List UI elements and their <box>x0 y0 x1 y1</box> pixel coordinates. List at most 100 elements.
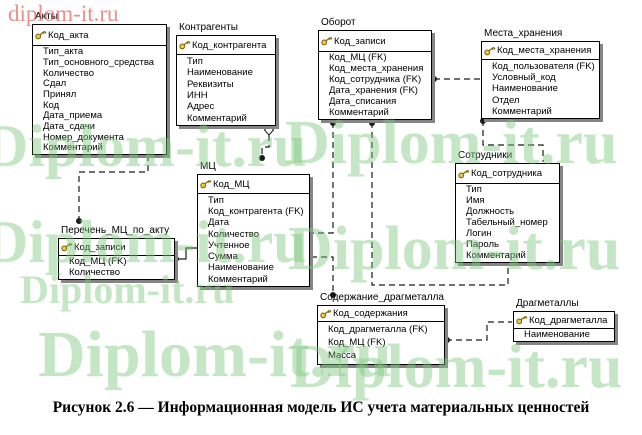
relationship-line-Драгметаллы-Содержание_драгметалла[interactable] <box>446 321 512 341</box>
key-icon <box>200 179 213 189</box>
relationship-line-Контрагенты-МЦ[interactable] <box>261 135 270 157</box>
key-field-name: Код_сотрудника <box>471 168 543 179</box>
entity-title: Драгметаллы <box>516 298 579 309</box>
key-icon <box>61 242 74 252</box>
field-name: Наименование <box>492 83 558 95</box>
entity-title: Контрагенты <box>179 22 238 33</box>
field-name: Тип <box>208 194 224 206</box>
field-name: Наименование <box>208 262 274 274</box>
optional-diamond <box>263 124 275 136</box>
field-name: Код_места_хранения <box>329 63 424 75</box>
primary-key-row: Код_контрагента <box>177 36 275 55</box>
field-name: Код_МЦ (FK) <box>329 52 387 64</box>
primary-key-row: Код_записи <box>59 239 174 256</box>
primary-key-row: Код_места_хранения <box>482 42 599 60</box>
field-name: Дата_хранения (FK) <box>329 85 418 97</box>
field-name: Тип_основного_средства <box>43 56 155 68</box>
key-icon <box>458 169 471 179</box>
key-field-name: Код_записи <box>334 35 386 47</box>
key-field-name: Код_содержания <box>333 308 408 319</box>
field-name: Количество <box>208 228 260 240</box>
field-name: Условный_код <box>492 72 556 83</box>
field-name: ИНН <box>187 89 208 101</box>
cardinality-dot <box>369 120 375 126</box>
relationship-line-Акты-Перечень_МЦ_по_акту[interactable] <box>78 155 149 221</box>
field-name: Комментарий <box>187 112 247 124</box>
relationship-line-Оборот-МЦ[interactable] <box>311 122 334 234</box>
field-name: Логин <box>466 228 492 240</box>
field-name: Дата_приема <box>43 110 103 122</box>
cardinality-dot <box>259 155 265 161</box>
primary-key-row: Код_сотрудника <box>456 164 559 184</box>
field-name: Количество <box>69 267 121 279</box>
field-name: Сдал <box>43 78 67 90</box>
key-field-name: Код_акта <box>48 29 89 41</box>
field-name: Тип <box>187 55 203 67</box>
field-name: Код_МЦ (FK) <box>69 256 127 268</box>
field-name: Учтенное <box>208 239 250 251</box>
field-name: Код_драгметалла (FK) <box>328 324 428 336</box>
field-name: Комментарий <box>329 107 389 119</box>
key-field-name: Код_места_хранения <box>497 45 592 56</box>
cardinality-dot <box>330 120 336 126</box>
field-name: Дата_сдачи <box>43 120 95 132</box>
key-field-name: Код_драгметалла <box>529 314 608 326</box>
field-name: Сумма <box>208 251 238 263</box>
field-name: Комментарий <box>43 142 103 154</box>
field-name: Табельный_номер <box>466 217 548 229</box>
field-name: Наименование <box>524 329 590 341</box>
cardinality-dot <box>431 76 437 82</box>
key-field-name: Код_МЦ <box>213 178 250 190</box>
figure-caption: Рисунок 2.6 — Информационная модель ИС у… <box>52 399 590 416</box>
primary-key-row: Код_МЦ <box>198 175 309 194</box>
key-icon <box>516 315 529 325</box>
field-name: Имя <box>466 195 485 207</box>
field-name: Код_сотрудника (FK) <box>329 74 422 86</box>
field-name: Дата_списания <box>329 96 397 108</box>
field-name: Комментарий <box>208 273 268 285</box>
field-name: Количество <box>43 67 95 79</box>
field-name: Масса <box>328 350 357 362</box>
field-name: Код_пользователя (FK) <box>492 60 595 72</box>
cardinality-dot <box>330 292 336 298</box>
field-name: Тип <box>466 184 482 196</box>
primary-key-row: Код_драгметалла <box>514 312 614 329</box>
cardinality-dot <box>76 218 82 224</box>
entity-title: Места_хранения <box>484 28 563 39</box>
field-name: Комментарий <box>466 250 526 262</box>
key-icon <box>321 36 334 46</box>
entity-title: Сотрудники <box>458 150 513 161</box>
entity-title: Содержание_драгметалла <box>320 292 444 303</box>
key-icon <box>179 40 192 50</box>
relationship-line-МЦ-Перечень_МЦ_по_акту[interactable] <box>176 247 197 260</box>
field-name: Должность <box>466 206 515 218</box>
field-name: Наименование <box>187 67 253 79</box>
field-name: Принял <box>43 88 77 100</box>
relationship-line-Оборот-Сотрудники[interactable] <box>371 122 509 286</box>
cardinality-dot <box>480 118 486 124</box>
key-icon <box>484 46 497 56</box>
field-name: Комментарий <box>492 105 552 117</box>
relationship-line-МЦ-Содержание_драгметалла[interactable] <box>311 256 334 294</box>
field-name: Отдел <box>492 94 520 106</box>
relationship-line-Места_хранения-Сотрудники[interactable] <box>482 120 544 162</box>
field-name: Адрес <box>187 101 215 113</box>
entity-title: Акты <box>35 11 58 22</box>
field-name: Пароль <box>466 239 499 251</box>
primary-key-row: Код_акта <box>33 25 166 46</box>
field-name: Тип_акта <box>43 46 84 58</box>
cardinality-dot <box>444 337 450 343</box>
field-name: Дата <box>208 217 230 229</box>
field-name: Код_МЦ (FK) <box>328 337 386 349</box>
